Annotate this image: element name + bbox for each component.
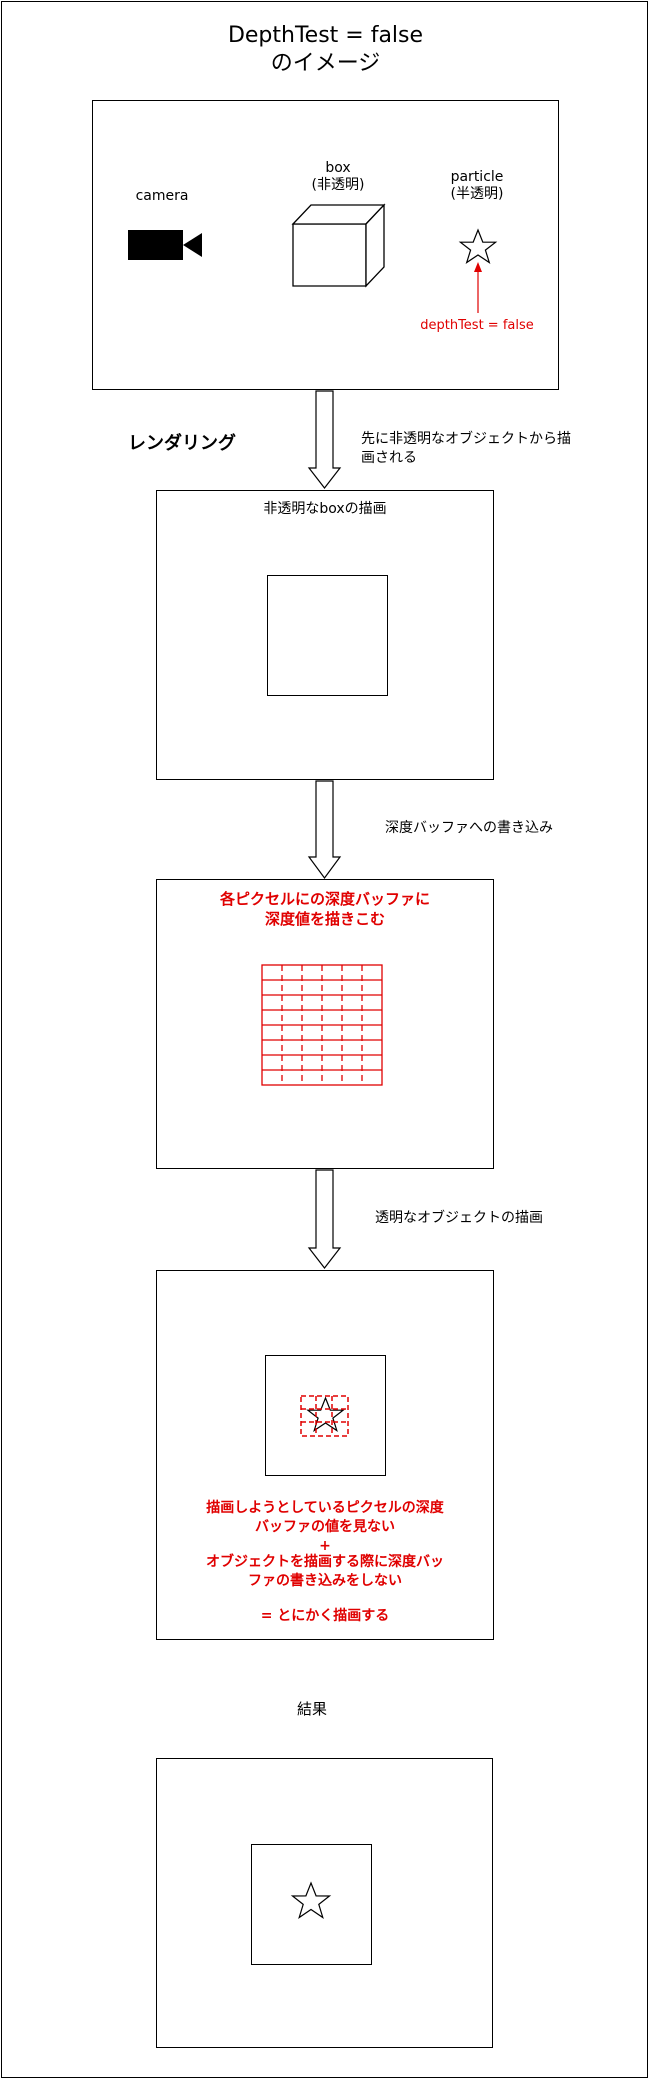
depthtest-label: depthTest = false xyxy=(420,318,534,333)
result-star-icon xyxy=(290,1881,332,1919)
step3-note-line5: ファの書き込みをしない xyxy=(248,1573,402,1589)
depth-buffer-grid xyxy=(261,964,383,1086)
particle-sublabel: (半透明) xyxy=(450,186,504,202)
flow-arrow-3 xyxy=(307,1169,342,1269)
arrow3-label: 透明なオブジェクトの描画 xyxy=(375,1210,543,1226)
step3-note-line7: = とにかく描画する xyxy=(260,1608,390,1624)
arrow1-label-line2: 画される xyxy=(361,450,417,466)
diagram-title-line2: のイメージ xyxy=(270,51,381,76)
step2-title-line1: 各ピクセルにの深度バッファに xyxy=(219,890,430,908)
step3-note-line2: バッファの値を見ない xyxy=(255,1519,395,1535)
cube-icon xyxy=(291,203,386,288)
particle-star-icon xyxy=(458,228,498,264)
box-sublabel: (非透明) xyxy=(311,177,365,193)
depthtest-pointer-arrow xyxy=(474,262,482,313)
camera-icon xyxy=(128,230,202,260)
step1-opaque-box-square xyxy=(267,575,388,696)
step3-note-line1: 描画しようとしているピクセルの深度 xyxy=(206,1500,444,1516)
box-label: box xyxy=(325,160,351,176)
step1-title: 非透明なboxの描画 xyxy=(263,501,387,517)
diagram-title-line1: DepthTest = false xyxy=(227,23,424,48)
particle-label: particle xyxy=(450,169,504,185)
step3-pixel-grid xyxy=(300,1395,349,1437)
result-label: 結果 xyxy=(296,1700,327,1718)
step2-box xyxy=(156,879,494,1169)
arrow2-label: 深度バッファへの書き込み xyxy=(385,820,553,836)
step3-note-line4: オブジェクトを描画する際に深度バッ xyxy=(206,1554,444,1570)
flow-arrow-1 xyxy=(307,390,342,489)
arrow1-label-line1: 先に非透明なオブジェクトから描 xyxy=(361,431,571,447)
flow-arrow-2 xyxy=(307,780,342,880)
step3-note-line3: + xyxy=(319,1538,331,1554)
step2-title-line2: 深度値を描きこむ xyxy=(264,910,385,928)
rendering-label: レンダリング xyxy=(128,433,236,454)
camera-label: camera xyxy=(135,188,189,204)
step3-star-icon xyxy=(306,1396,345,1432)
